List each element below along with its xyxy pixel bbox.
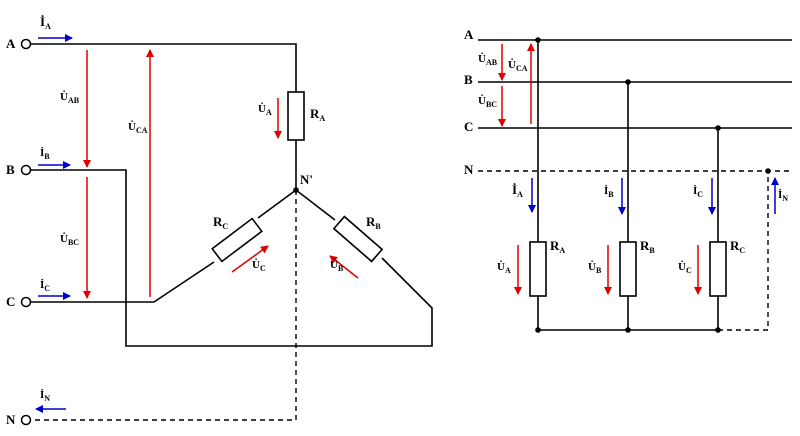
resistor-rb: [332, 215, 384, 263]
voltage-arrow-uc: [231, 245, 269, 273]
terminal-b-label: B: [6, 162, 15, 177]
neutral-return: [718, 171, 769, 331]
current-label-ia-right: İA: [512, 182, 523, 199]
voltage-label-uca-right: U̇CA: [508, 58, 528, 73]
voltage-label-uca: U̇CA: [128, 120, 148, 135]
voltage-label-ubc-right: U̇BC: [478, 94, 497, 109]
voltage-label-ubc: U̇BC: [60, 232, 79, 247]
terminal-c-label: C: [6, 294, 15, 309]
wire-b: [31, 169, 433, 347]
voltage-label-ub-right: U̇B: [588, 260, 602, 275]
right-bus-circuit: A B C N U̇AB U̇CA U̇BC: [464, 27, 792, 333]
resistor-ra: [287, 91, 305, 141]
node-c: [715, 125, 721, 131]
voltage-label-ub: U̇B: [330, 258, 344, 273]
voltage-label-uc: U̇C: [252, 258, 266, 273]
current-label-ia: İA: [40, 14, 51, 31]
wire-rc-to-neutral: [257, 189, 297, 219]
node-bottom-b: [625, 327, 631, 333]
resistor-label-ra: RA: [310, 106, 325, 123]
resistor-rb-right: [619, 241, 637, 297]
wire-a: [31, 43, 297, 92]
wire-rb-to-neutral: [295, 189, 336, 221]
voltage-label-uab-right: U̇AB: [478, 52, 498, 67]
node-bottom-a: [535, 327, 541, 333]
current-label-ib-right: İB: [604, 185, 614, 199]
resistor-label-rb-right: RB: [640, 238, 655, 255]
bus-b-label: B: [464, 72, 473, 87]
current-label-in-right: İN: [778, 189, 788, 203]
terminal-n: [20, 414, 32, 426]
resistor-label-ra-right: RA: [550, 238, 565, 255]
bus-a-label: A: [464, 27, 474, 42]
current-label-ic-right: İC: [693, 185, 703, 199]
voltage-label-ua-right: U̇A: [497, 260, 511, 275]
terminal-a: [20, 38, 32, 50]
voltage-label-uab: U̇AB: [60, 90, 80, 105]
terminal-n-label: N: [6, 412, 16, 427]
left-star-circuit: A B C N İA İB İC İN: [6, 14, 433, 427]
voltage-label-uc-right: U̇C: [678, 260, 692, 275]
resistor-label-rb: RB: [366, 214, 381, 231]
voltage-label-ua: U̇A: [258, 102, 272, 117]
node-a: [535, 37, 541, 43]
current-label-ic: İC: [40, 279, 50, 293]
resistor-ra-right: [529, 241, 547, 297]
terminal-c: [20, 296, 32, 308]
neutral-wire: [31, 190, 297, 421]
resistor-rc-right: [709, 241, 727, 297]
bus-n-label: N: [464, 162, 474, 177]
terminal-b: [20, 164, 32, 176]
voltage-arrow-ub: [329, 255, 359, 279]
resistor-rc: [211, 217, 263, 263]
resistor-label-rc: RC: [213, 214, 228, 231]
wire-c: [31, 261, 215, 303]
bus-c-label: C: [464, 119, 473, 134]
resistor-label-rc-right: RC: [730, 238, 745, 255]
current-label-in: İN: [40, 389, 50, 403]
terminal-a-label: A: [6, 36, 16, 51]
node-b: [625, 79, 631, 85]
current-label-ib: İB: [40, 147, 50, 161]
neutral-point-label: N': [300, 172, 313, 187]
